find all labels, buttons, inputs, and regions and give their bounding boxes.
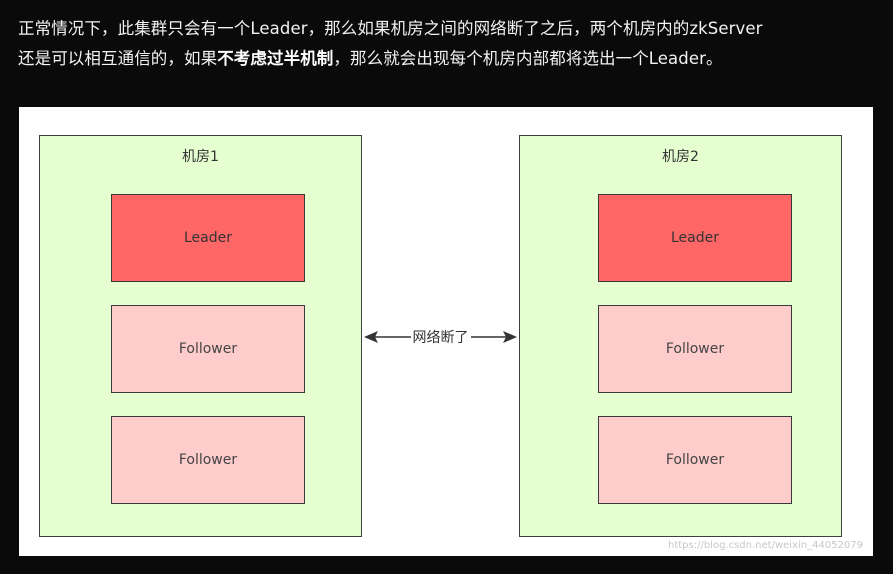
room-2-follower-node-1: Follower: [598, 305, 792, 393]
room-1-follower-node-2: Follower: [111, 416, 305, 504]
paragraph-line-2-start: 还是可以相互通信的，如果: [18, 49, 218, 68]
paragraph-line-1: 正常情况下，此集群只会有一个Leader，那么如果机房之间的网络断了之后，两个机…: [18, 19, 763, 38]
watermark: https://blog.csdn.net/weixin_44052079: [667, 540, 863, 551]
room-1: 机房1 Leader Follower Follower: [39, 135, 362, 537]
room-2-label: 机房2: [662, 149, 699, 165]
room-2-leader-node: Leader: [598, 194, 792, 282]
bold-emphasis: 不考虑过半机制: [217, 49, 334, 68]
article-paragraph: 正常情况下，此集群只会有一个Leader，那么如果机房之间的网络断了之后，两个机…: [18, 14, 886, 74]
room-1-leader-node: Leader: [111, 194, 305, 282]
room-1-label: 机房1: [182, 149, 219, 165]
room-2: 机房2 Leader Follower Follower: [519, 135, 842, 537]
network-partition-diagram: 机房1 Leader Follower Follower 网络断了 机房2 Le…: [19, 107, 873, 556]
room-1-follower-node-1: Follower: [111, 305, 305, 393]
room-2-follower-node-2: Follower: [598, 416, 792, 504]
network-link: 网络断了: [362, 325, 519, 349]
network-broken-label: 网络断了: [410, 330, 471, 346]
paragraph-line-2-end: ，那么就会出现每个机房内部都将选出一个Leader。: [333, 49, 723, 68]
